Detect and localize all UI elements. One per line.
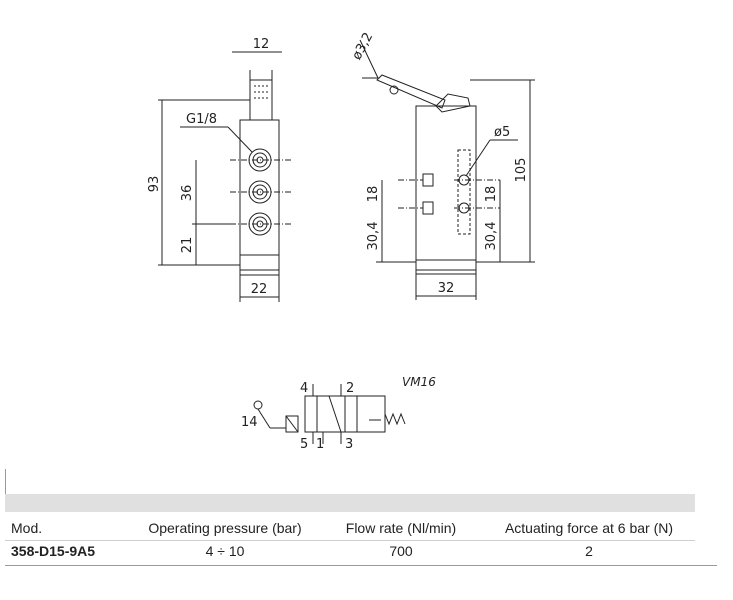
port-5-label: 5 [300,437,308,452]
front-view [158,51,292,302]
port-4-label: 4 [300,381,308,396]
dim-total-height-front: 93 [147,176,162,193]
col-header-pressure: Operating pressure (bar) [148,520,302,536]
table-bottom-border [5,565,717,566]
dim-total-height-side: 105 [514,158,529,183]
port-1-label: 1 [316,437,324,452]
col-header-force: Actuating force at 6 bar (N) [504,520,674,536]
port-14-label: 14 [241,415,258,430]
dim-bottom-left: 30,4 [366,222,381,251]
cell-model: 358-D15-9A5 [11,543,96,559]
col-header-flow: Flow rate (Nl/min) [345,520,457,536]
table-left-border [5,469,6,499]
technical-drawing: 12 G1/8 93 36 21 22 ø3,2 ø5 105 18 30,4 … [147,30,535,452]
table-header-band [5,494,695,512]
cell-pressure: 4 ÷ 10 [205,543,245,559]
side-view [359,39,535,300]
table-divider [5,540,695,541]
cell-flow: 700 [389,543,413,559]
dim-mount-hole: ø5 [494,125,510,140]
spec-table: Mod. Operating pressure (bar) Flow rate … [5,469,717,600]
dim-port-thread: G1/8 [186,112,217,127]
dim-bottom-offset: 21 [180,237,195,254]
dim-body-width: 22 [251,282,268,297]
valve-symbol [253,384,406,444]
dim-spacing-right: 18 [484,186,499,203]
cell-force: 2 [585,543,593,559]
dim-top-width: 12 [253,37,270,52]
port-3-label: 3 [345,437,353,452]
dim-bottom-right: 30,4 [484,222,499,251]
dim-spacing-left: 18 [366,186,381,203]
symbol-code: VM16 [402,375,436,389]
table-row: 358-D15-9A5 4 ÷ 10 700 2 [5,543,695,563]
col-header-model: Mod. [11,520,43,536]
dim-lever-diameter: ø3,2 [350,30,377,62]
dim-body-depth: 32 [438,281,455,296]
port-2-label: 2 [346,381,354,396]
table-header-row: Mod. Operating pressure (bar) Flow rate … [5,520,695,540]
dim-port-spacing: 36 [180,185,195,202]
